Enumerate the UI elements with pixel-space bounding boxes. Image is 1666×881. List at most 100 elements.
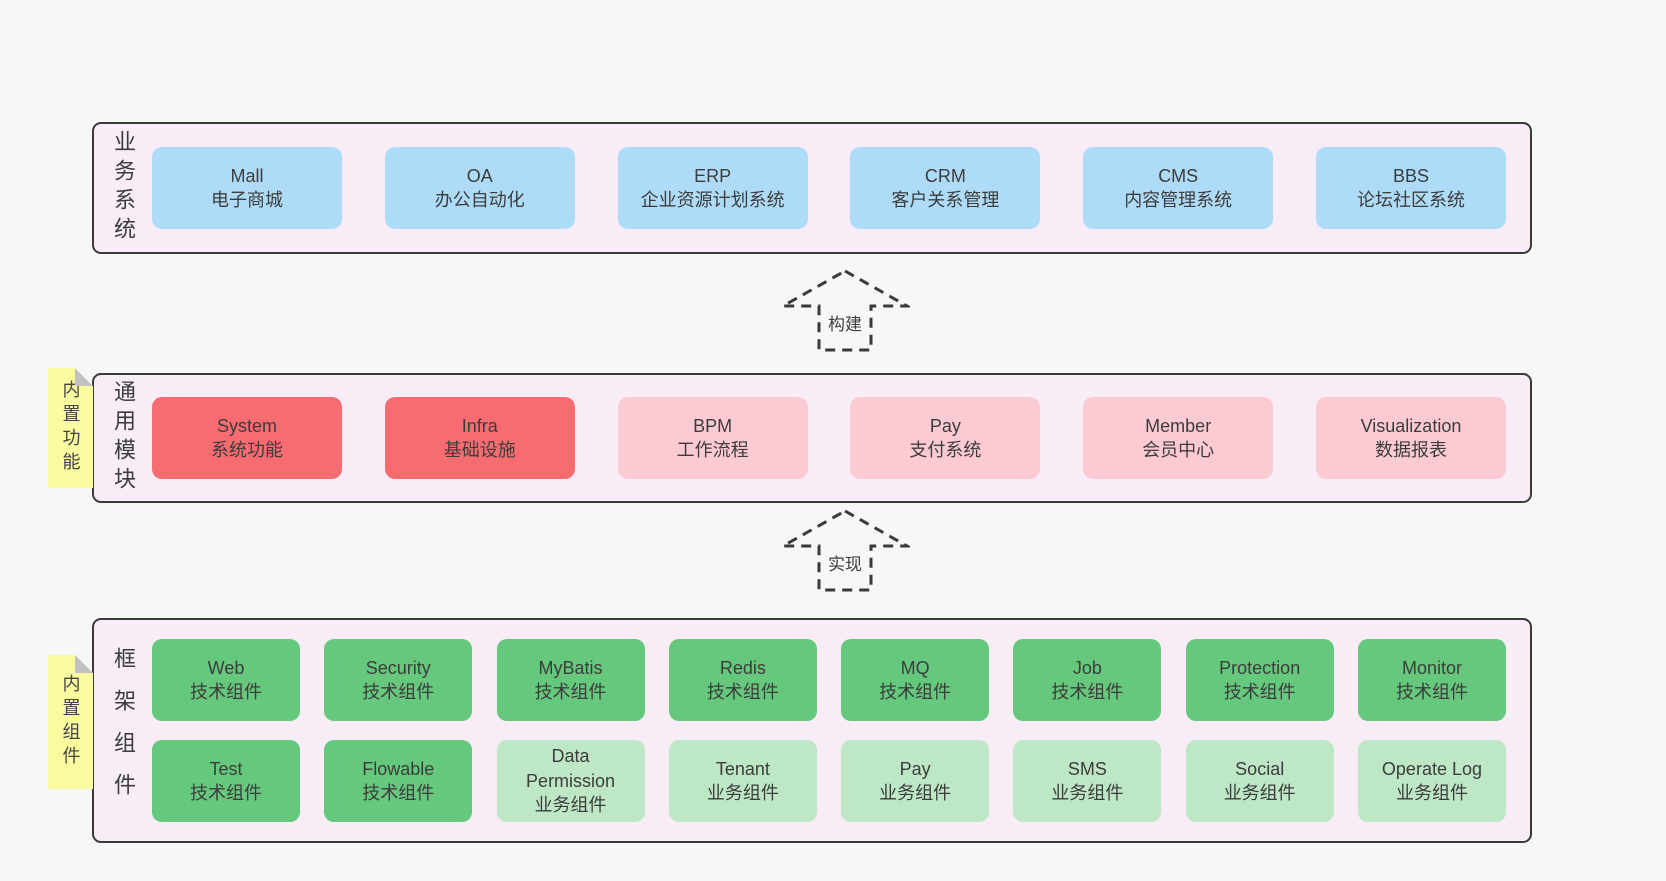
box-title: CMS bbox=[1158, 165, 1199, 186]
box-title: Flowable bbox=[362, 758, 435, 779]
box-subtitle: 支付系统 bbox=[909, 440, 982, 460]
sticky-tab-built-in-features: 内置功能 bbox=[48, 368, 93, 488]
component-box-protection: Protection 技术组件 bbox=[1185, 639, 1334, 721]
box-subtitle: 系统功能 bbox=[211, 440, 283, 460]
box-title: BBS bbox=[1392, 165, 1429, 186]
box-subtitle: 办公自动化 bbox=[434, 190, 525, 210]
box-subtitle: 企业资源计划系统 bbox=[640, 190, 785, 210]
box-subtitle: 技术组件 bbox=[190, 783, 262, 803]
module-box-crm: CRM 客户关系管理 bbox=[850, 147, 1041, 229]
component-box-web: Web 技术组件 bbox=[152, 639, 300, 721]
box-subtitle: 技术组件 bbox=[362, 682, 435, 702]
component-box-tenant: Tenant 业务组件 bbox=[668, 740, 817, 822]
module-box-mall: Mall 电子商城 bbox=[152, 147, 342, 229]
box-subtitle: 业务组件 bbox=[1395, 783, 1468, 803]
module-box-infra: Infra 基础设施 bbox=[384, 397, 575, 479]
arrow-implement: 实现 bbox=[780, 508, 910, 593]
box-title: OA bbox=[466, 165, 493, 186]
module-box-pay: Pay 支付系统 bbox=[850, 397, 1041, 479]
box-subtitle: 技术组件 bbox=[362, 783, 435, 803]
box-subtitle: 技术组件 bbox=[1051, 682, 1124, 702]
box-subtitle: 技术组件 bbox=[706, 682, 779, 702]
component-box-pay: Pay 业务组件 bbox=[841, 740, 990, 822]
box-subtitle: 业务组件 bbox=[1051, 783, 1124, 803]
box-subtitle: 基础设施 bbox=[443, 440, 516, 460]
box-title: Tenant bbox=[715, 758, 770, 779]
box-title: Data Permission bbox=[526, 746, 616, 791]
box-subtitle: 工作流程 bbox=[676, 440, 749, 460]
component-box-sms: SMS 业务组件 bbox=[1013, 740, 1162, 822]
box-title: Member bbox=[1145, 415, 1212, 436]
box-subtitle: 客户关系管理 bbox=[891, 190, 1000, 210]
box-subtitle: 业务组件 bbox=[706, 783, 779, 803]
box-title: MQ bbox=[900, 657, 930, 678]
module-box-visualization: Visualization 数据报表 bbox=[1315, 397, 1506, 479]
box-title: MyBatis bbox=[538, 657, 603, 678]
module-box-erp: ERP 企业资源计划系统 bbox=[617, 147, 808, 229]
component-box-security: Security 技术组件 bbox=[324, 639, 473, 721]
box-title: System bbox=[216, 415, 277, 436]
tech-components-row: Web 技术组件 Security 技术组件 MyBatis 技术组件 Redi… bbox=[152, 639, 1506, 721]
layer-business-systems: 业务系统 Mall 电子商城 OA 办公自动化 ERP 企业资源计划系统 CRM… bbox=[92, 122, 1532, 254]
box-title: Infra bbox=[461, 415, 498, 436]
box-subtitle: 会员中心 bbox=[1142, 440, 1215, 460]
component-box-test: Test 技术组件 bbox=[152, 740, 300, 822]
box-subtitle: 技术组件 bbox=[1223, 682, 1296, 702]
module-box-cms: CMS 内容管理系统 bbox=[1083, 147, 1274, 229]
box-title: Visualization bbox=[1360, 415, 1462, 436]
module-box-member: Member 会员中心 bbox=[1083, 397, 1274, 479]
box-title: Security bbox=[365, 657, 431, 678]
box-subtitle: 电子商城 bbox=[211, 190, 283, 210]
dashed-up-arrow-icon bbox=[780, 269, 910, 352]
layer-common-modules: 通用模块 System 系统功能 Infra 基础设施 BPM 工作流程 Pay… bbox=[92, 373, 1532, 503]
module-box-bpm: BPM 工作流程 bbox=[617, 397, 808, 479]
box-subtitle: 技术组件 bbox=[879, 682, 952, 702]
box-subtitle: 业务组件 bbox=[1223, 783, 1296, 803]
box-title: Job bbox=[1072, 657, 1102, 678]
layer-side-label: 框架组件 bbox=[111, 646, 136, 815]
box-title: Social bbox=[1235, 758, 1285, 779]
component-box-monitor: Monitor 技术组件 bbox=[1357, 639, 1506, 721]
arrow-label: 实现 bbox=[825, 550, 865, 575]
box-title: Redis bbox=[719, 657, 766, 678]
component-box-job: Job 技术组件 bbox=[1013, 639, 1162, 721]
component-box-mq: MQ 技术组件 bbox=[841, 639, 990, 721]
box-title: Protection bbox=[1219, 657, 1301, 678]
box-title: SMS bbox=[1067, 758, 1107, 779]
dashed-up-arrow-icon bbox=[780, 509, 910, 592]
box-subtitle: 技术组件 bbox=[190, 682, 262, 702]
arrow-label: 构建 bbox=[825, 310, 865, 335]
box-subtitle: 技术组件 bbox=[1395, 682, 1468, 702]
layer-side-label: 通用模块 bbox=[111, 380, 136, 496]
sticky-tab-label: 内置组件 bbox=[60, 674, 81, 770]
module-box-system: System 系统功能 bbox=[152, 397, 342, 479]
sticky-tab-label: 内置功能 bbox=[60, 380, 81, 476]
box-title: BPM bbox=[693, 415, 733, 436]
biz-components-row: Test 技术组件 Flowable 技术组件 Data Permission … bbox=[152, 740, 1506, 822]
component-box-redis: Redis 技术组件 bbox=[668, 639, 817, 721]
layer-framework-components: 框架组件 Web 技术组件 Security 技术组件 MyBatis 技术组件… bbox=[92, 618, 1532, 843]
layer-side-label: 业务系统 bbox=[111, 130, 136, 246]
component-box-operate-log: Operate Log 业务组件 bbox=[1357, 740, 1506, 822]
box-title: ERP bbox=[694, 165, 732, 186]
box-subtitle: 内容管理系统 bbox=[1124, 190, 1233, 210]
box-title: Pay bbox=[929, 415, 961, 436]
component-box-data-permission: Data Permission 业务组件 bbox=[496, 740, 645, 822]
box-title: Monitor bbox=[1401, 657, 1462, 678]
component-box-social: Social 业务组件 bbox=[1185, 740, 1334, 822]
sticky-tab-built-in-components: 内置组件 bbox=[48, 655, 93, 789]
box-title: Operate Log bbox=[1381, 758, 1482, 779]
box-title: CRM bbox=[924, 165, 966, 186]
arrow-build: 构建 bbox=[780, 268, 910, 353]
common-modules-row: System 系统功能 Infra 基础设施 BPM 工作流程 Pay 支付系统… bbox=[152, 397, 1506, 479]
business-systems-row: Mall 电子商城 OA 办公自动化 ERP 企业资源计划系统 CRM 客户关系… bbox=[152, 147, 1506, 229]
folded-corner-icon bbox=[75, 655, 93, 673]
module-box-oa: OA 办公自动化 bbox=[384, 147, 575, 229]
box-title: Mall bbox=[230, 165, 264, 186]
folded-corner-icon bbox=[75, 368, 93, 386]
box-subtitle: 技术组件 bbox=[534, 682, 607, 702]
component-box-flowable: Flowable 技术组件 bbox=[324, 740, 473, 822]
box-title: Pay bbox=[899, 758, 931, 779]
box-subtitle: 论坛社区系统 bbox=[1356, 190, 1465, 210]
box-subtitle: 业务组件 bbox=[879, 783, 952, 803]
